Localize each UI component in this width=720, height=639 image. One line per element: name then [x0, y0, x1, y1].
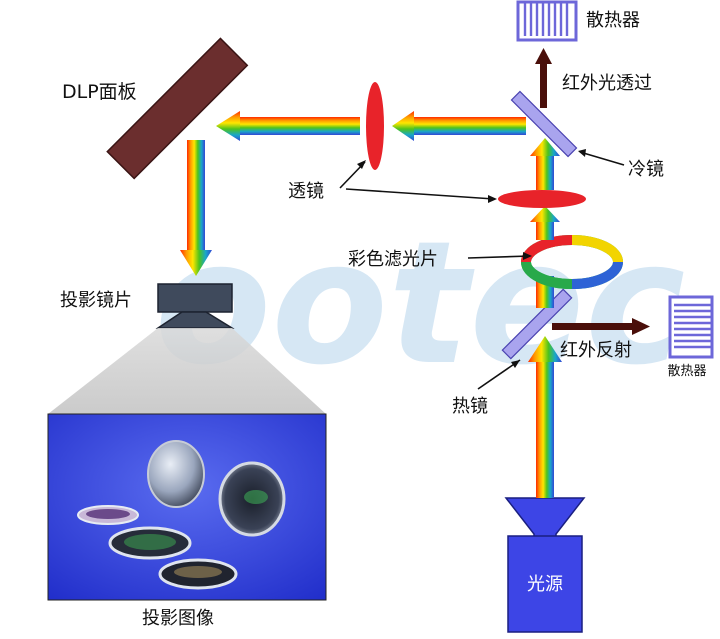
lens-lower: [498, 190, 586, 208]
beam-lens-to-dlp: [216, 111, 360, 141]
hot-mirror-label: 热镜: [452, 396, 488, 417]
cold-mirror: [510, 90, 578, 158]
hot-mirror: [501, 288, 573, 360]
projected-image: [47, 413, 327, 601]
ir-transmitted-label: 红外光透过: [562, 73, 652, 94]
projection-cone: [48, 328, 326, 414]
beam-dlp-to-projection: [180, 140, 212, 276]
lens-label: 透镜: [288, 181, 324, 202]
projection-lens: [155, 283, 235, 329]
heat-sink-icon: [668, 295, 714, 359]
heat-sink-right-label: 散热器: [667, 364, 706, 379]
light-source: 光源: [504, 497, 586, 633]
beam-wheel-to-lens: [530, 206, 560, 240]
light-source-label: 光源: [527, 574, 563, 595]
heat-sink-top-label: 散热器: [586, 10, 640, 31]
heat-sink-icon: [516, 0, 578, 42]
projected-image-label: 投影图像: [142, 608, 214, 629]
dlp-panel: [106, 37, 249, 180]
beam-source-up: [528, 336, 562, 498]
beam-cold-mirror-to-lens: [392, 111, 526, 141]
projection-lens-label: 投影镜片: [60, 290, 132, 311]
ir-reflected-arrow: [552, 318, 650, 335]
cold-mirror-label: 冷镜: [628, 159, 664, 180]
color-filter-label: 彩色滤光片: [348, 249, 438, 270]
dlp-panel-label: DLP面板: [62, 81, 137, 103]
beam-lens-to-cold-mirror: [530, 138, 560, 190]
ir-transmitted-arrow: [535, 48, 552, 108]
lens-upper: [366, 82, 384, 170]
ir-reflected-label: 红外反射: [560, 340, 632, 361]
